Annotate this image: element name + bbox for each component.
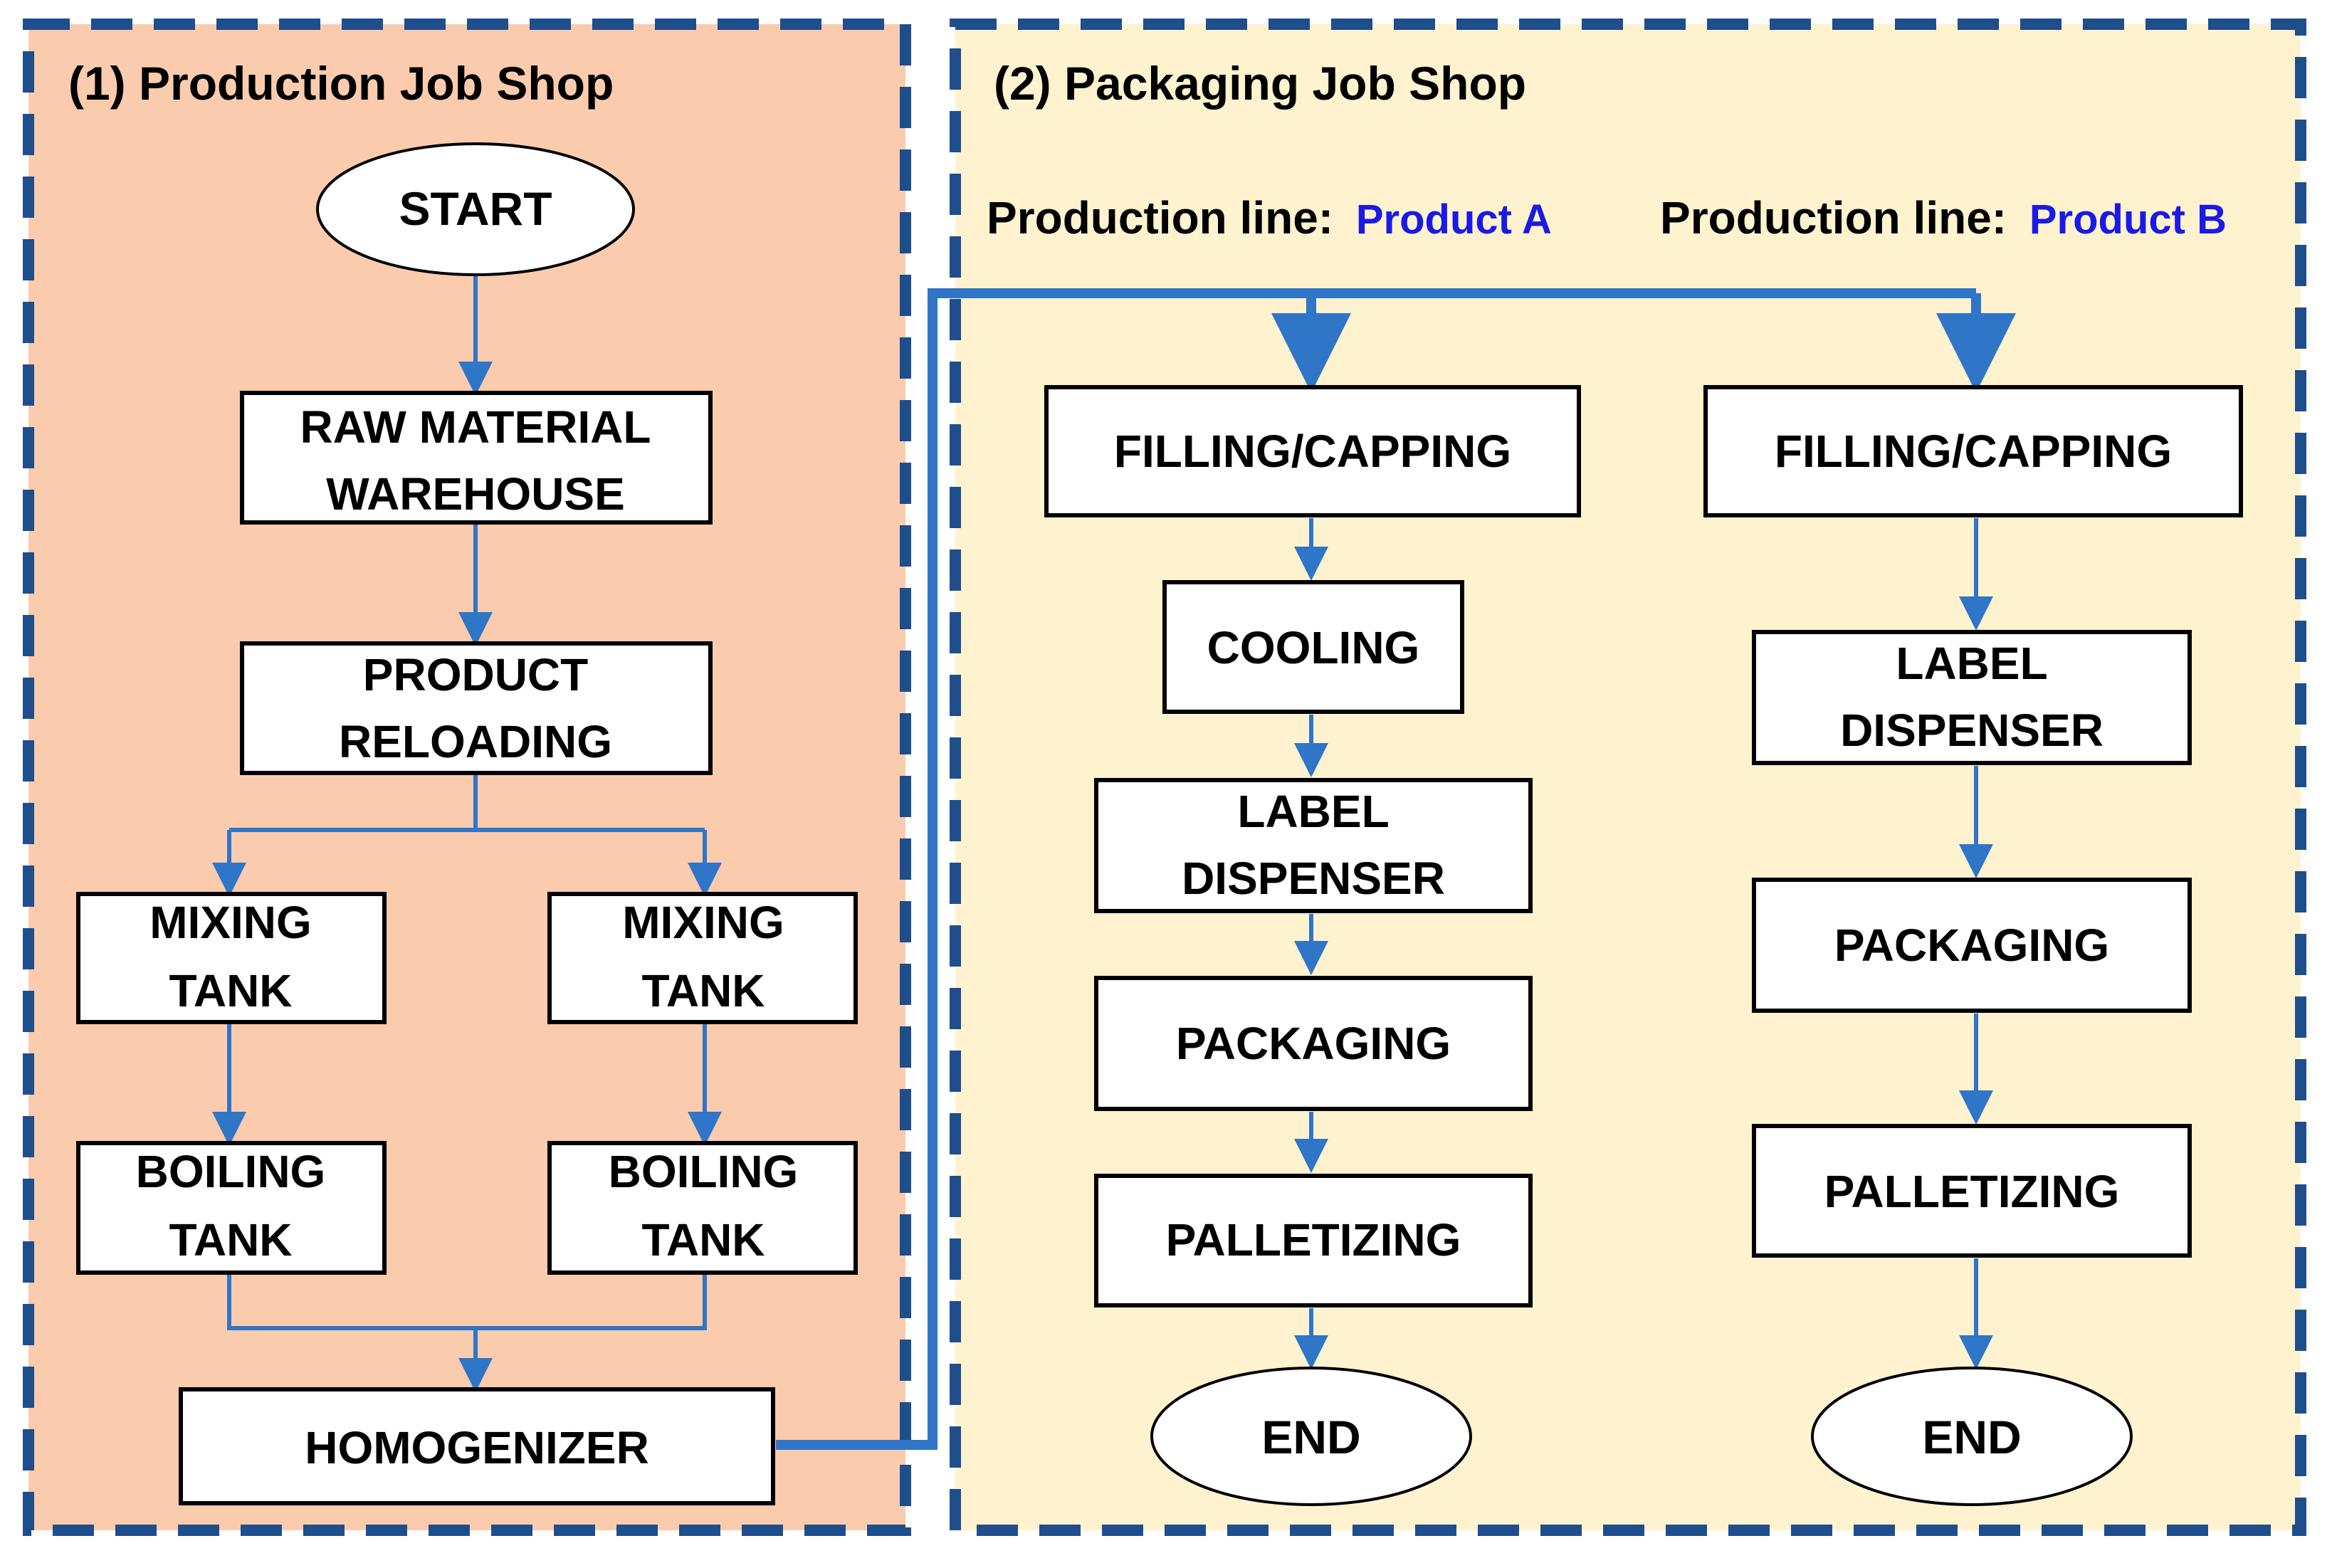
line-a-header: Production line: Product A [987, 192, 1552, 243]
line-b-header: Production line: Product B [1660, 192, 2227, 243]
homogenizer-node: HOMOGENIZER [179, 1387, 775, 1505]
line-a-cooling-node: COOLING [1162, 580, 1464, 714]
line-a-label-dispenser-line1: LABEL [1237, 786, 1389, 837]
line-a-palletizing-node: PALLETIZING [1094, 1174, 1533, 1307]
raw-material-label-line2: WAREHOUSE [326, 468, 625, 520]
boiling-tank-left-line2: TANK [169, 1214, 293, 1266]
product-reloading-node: PRODUCT RELOADING [240, 641, 713, 775]
line-b-product-label: Product B [2029, 196, 2227, 243]
mixing-tank-right-line1: MIXING [622, 897, 784, 948]
line-a-filling-capping-label: FILLING/CAPPING [1114, 426, 1511, 477]
mixing-tank-left-line1: MIXING [149, 897, 312, 948]
line-a-packaging-node: PACKAGING [1094, 976, 1533, 1111]
line-b-palletizing-node: PALLETIZING [1752, 1124, 2192, 1258]
homogenizer-label: HOMOGENIZER [305, 1422, 649, 1473]
raw-material-label-line1: RAW MATERIAL [300, 401, 651, 453]
line-b-packaging-label: PACKAGING [1834, 920, 2109, 971]
packaging-shop-title: (2) Packaging Job Shop [994, 57, 1526, 110]
merge-boiling [227, 1273, 707, 1330]
boiling-tank-left-node: BOILING TANK [76, 1141, 387, 1275]
boiling-tank-right-line1: BOILING [609, 1146, 799, 1197]
line-b-palletizing-label: PALLETIZING [1824, 1166, 2120, 1217]
mixing-tank-right-line2: TANK [642, 965, 765, 1016]
start-label: START [399, 182, 552, 235]
line-b-label-dispenser-node: LABEL DISPENSER [1752, 630, 2192, 765]
line-b-end-node: END [1811, 1367, 2133, 1506]
boiling-tank-right-node: BOILING TANK [547, 1141, 858, 1275]
boiling-tank-right-line2: TANK [642, 1214, 765, 1266]
line-a-end-node: END [1150, 1367, 1472, 1506]
mixing-tank-left-node: MIXING TANK [76, 892, 387, 1024]
product-reloading-label-line1: PRODUCT [363, 649, 588, 700]
split-reloading [229, 773, 705, 832]
line-a-product-label: Product A [1356, 196, 1552, 243]
line-b-label-dispenser-line1: LABEL [1896, 638, 2047, 689]
production-shop-title: (1) Production Job Shop [68, 57, 614, 110]
line-a-filling-capping-node: FILLING/CAPPING [1044, 385, 1581, 517]
mixing-tank-left-line2: TANK [169, 965, 293, 1016]
product-reloading-label-line2: RELOADING [339, 716, 612, 767]
line-b-filling-capping-label: FILLING/CAPPING [1775, 426, 2172, 477]
line-a-packaging-label: PACKAGING [1176, 1018, 1451, 1069]
connectors [212, 275, 2016, 1450]
line-a-palletizing-label: PALLETIZING [1166, 1214, 1461, 1266]
raw-material-warehouse-node: RAW MATERIAL WAREHOUSE [240, 391, 713, 525]
line-a-end-label: END [1261, 1411, 1360, 1463]
line-b-end-label: END [1922, 1411, 2021, 1463]
line-b-header-label: Production line: [1660, 192, 2007, 243]
boiling-tank-left-line1: BOILING [136, 1146, 326, 1197]
line-a-label-dispenser-line2: DISPENSER [1182, 853, 1445, 904]
line-a-header-label: Production line: [987, 192, 1333, 243]
line-a-cooling-label: COOLING [1207, 622, 1420, 673]
line-a-label-dispenser-node: LABEL DISPENSER [1094, 778, 1533, 913]
line-b-label-dispenser-line2: DISPENSER [1840, 705, 2103, 756]
mixing-tank-right-node: MIXING TANK [547, 892, 858, 1024]
homogenizer-to-packaging [776, 288, 1976, 1450]
line-b-packaging-node: PACKAGING [1752, 878, 2192, 1013]
start-node: START [316, 142, 635, 276]
line-b-filling-capping-node: FILLING/CAPPING [1703, 385, 2243, 517]
